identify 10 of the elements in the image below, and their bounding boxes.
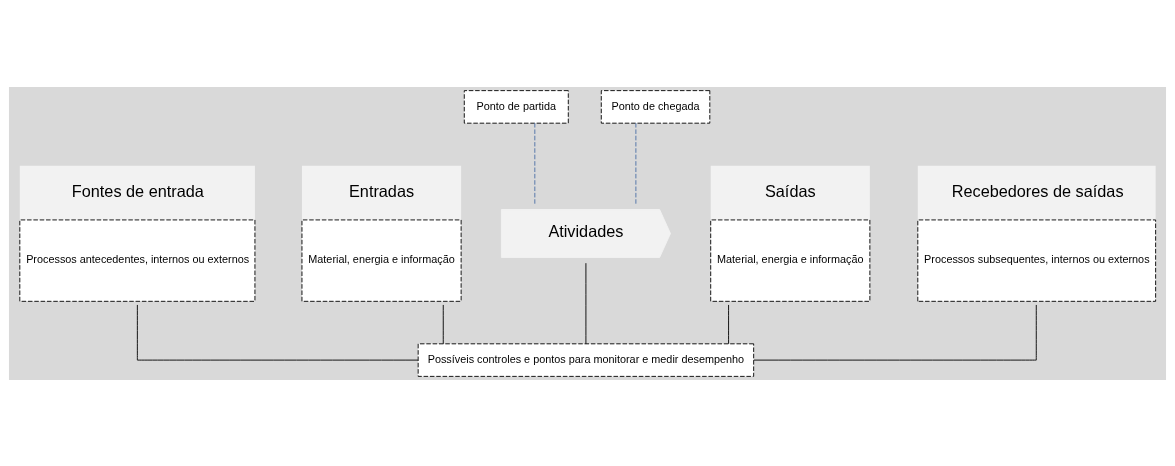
node-box: Possíveis controles e pontos para monitorar e medir desempenho xyxy=(417,342,755,377)
connector xyxy=(534,122,536,204)
connector xyxy=(136,304,419,361)
node-box: Ponto de chegada xyxy=(600,89,711,124)
connector xyxy=(635,122,637,204)
connector xyxy=(585,262,587,344)
connector xyxy=(728,304,730,344)
node-box: Ponto de partida xyxy=(463,89,569,124)
connector xyxy=(442,304,444,344)
connector xyxy=(753,304,1037,361)
